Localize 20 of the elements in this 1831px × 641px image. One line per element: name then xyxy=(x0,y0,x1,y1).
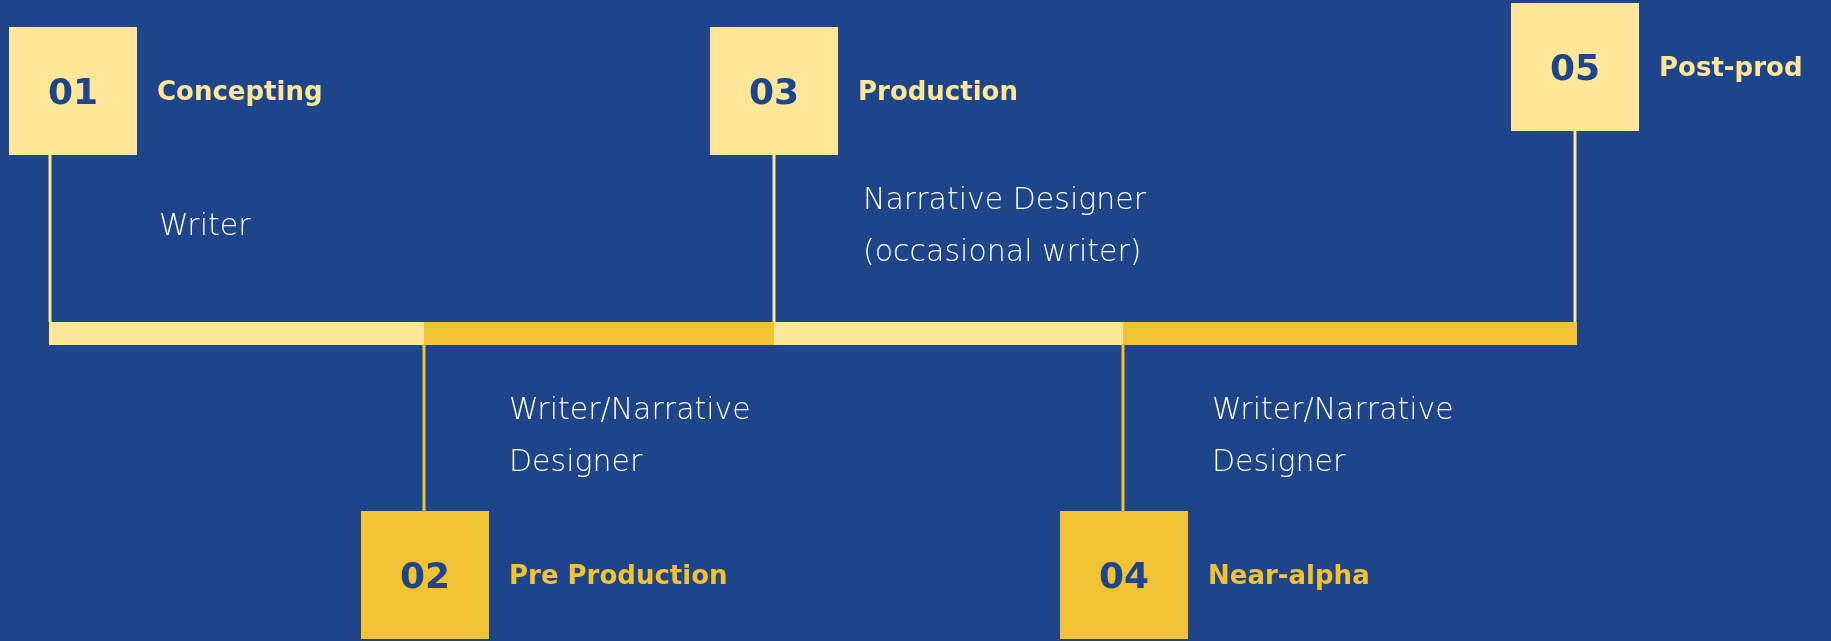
phase-number: 05 xyxy=(1549,46,1601,88)
connector-line xyxy=(1121,345,1125,511)
phase-title: Production xyxy=(858,76,1018,106)
timeline-bar xyxy=(49,322,1577,345)
role-description: Writer/Narrative Designer xyxy=(1212,390,1455,480)
role-description: Writer/Narrative Designer xyxy=(509,390,752,480)
connector-line xyxy=(48,155,52,322)
phase-number: 01 xyxy=(47,70,99,112)
connector-line xyxy=(1573,131,1577,322)
phase-number: 02 xyxy=(399,554,451,596)
phase-title: Concepting xyxy=(157,76,323,106)
connector-line xyxy=(772,155,776,322)
phase-title: Pre Production xyxy=(509,560,728,590)
phase-number: 03 xyxy=(748,70,800,112)
phase-number: 04 xyxy=(1098,554,1150,596)
role-description: Narrative Designer (occasional writer) xyxy=(863,180,1148,270)
phase-title: Post-prod xyxy=(1659,52,1803,82)
role-description: Writer xyxy=(159,206,252,244)
connector-line xyxy=(422,345,426,511)
phase-title: Near-alpha xyxy=(1208,560,1370,590)
